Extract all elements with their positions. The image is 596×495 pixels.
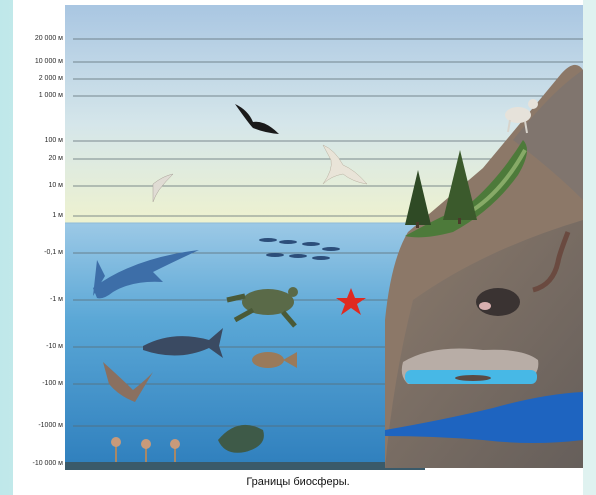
depth-label: -10 м (13, 343, 63, 351)
diagram-caption: Границы биосферы. (13, 476, 583, 488)
depth-label: -10 000 м (13, 460, 63, 468)
altitude-label: 1 000 м (13, 92, 63, 100)
cave-icon (402, 349, 539, 385)
altitude-label: 20 м (13, 155, 63, 163)
depth-label: -1000 м (13, 422, 63, 430)
depth-label: -100 м (13, 380, 63, 388)
ocean-floor (65, 462, 425, 470)
altitude-label: 20 000 м (13, 35, 63, 43)
diagram-frame: 20 000 м 10 000 м 2 000 м 1 000 м 100 м … (13, 0, 583, 495)
depth-label: -1 м (13, 296, 63, 304)
mole-icon (476, 288, 520, 316)
altitude-label: 100 м (13, 137, 63, 145)
altitude-label: 2 000 м (13, 75, 63, 83)
biosphere-scene (13, 0, 583, 495)
altitude-label: 1 м (13, 212, 63, 220)
depth-label: -0,1 м (13, 249, 63, 257)
altitude-label: 10 000 м (13, 58, 63, 66)
altitude-label: 10 м (13, 182, 63, 190)
